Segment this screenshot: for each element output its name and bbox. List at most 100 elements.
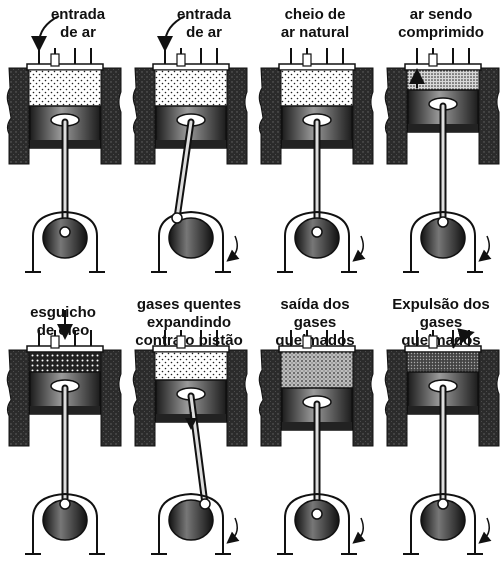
caption-line: esguicho: [30, 304, 96, 321]
cylinder-wall-left: [258, 67, 282, 165]
injector: [428, 335, 438, 349]
exhaust-outflow-arrow: [452, 328, 475, 349]
cylinder-wall-right: [478, 349, 500, 447]
engine-6: [132, 330, 248, 555]
stage-caption: gases quentes expandindo contra o pistão: [126, 296, 252, 350]
rotation-arrow: [352, 235, 366, 262]
caption-line: queimados: [275, 332, 355, 349]
stage-1-intake: entrada de ar: [0, 0, 126, 282]
stage-2-intake: entrada de ar: [126, 0, 252, 282]
crank-pin: [59, 226, 71, 238]
caption-line: gases: [293, 314, 337, 331]
caption-line: saída dos: [280, 296, 350, 313]
stage-3-full: cheio de ar natural: [252, 0, 378, 282]
caption-line: comprimido: [398, 24, 484, 41]
engine-8: [384, 328, 500, 555]
injector: [176, 335, 186, 349]
caption-line: expandindo: [146, 314, 232, 331]
cylinder-head: [278, 63, 356, 71]
cylinder-head: [278, 345, 356, 353]
air-inflow-arrow: [157, 15, 186, 52]
cylinder-wall-left: [384, 67, 408, 165]
combustion-chamber: [406, 351, 480, 373]
stage-7-exhaust: saída dos gases queimados: [252, 282, 378, 564]
stage-caption: entrada de ar: [126, 6, 252, 42]
crankcase: [32, 492, 98, 554]
cylinder-wall-left: [258, 349, 282, 447]
stage-6-power: gases quentes expandindo contra o pistão: [126, 282, 252, 564]
injector: [428, 53, 438, 67]
combustion-chamber: [28, 351, 102, 373]
injector: [302, 335, 312, 349]
crankcase: [284, 210, 350, 272]
injector: [50, 53, 60, 67]
crankcase: [284, 492, 350, 554]
combustion-chamber: [154, 351, 228, 381]
stage-caption: saída dos gases queimados: [252, 296, 378, 350]
engine-2: [132, 15, 248, 273]
caption-line: entrada: [50, 6, 106, 23]
cylinder-wall-right: [226, 349, 248, 447]
stage-caption: esguicho de óleo: [0, 304, 126, 340]
crankcase: [32, 210, 98, 272]
combustion-chamber: [280, 351, 354, 389]
caption-line: ar natural: [280, 24, 350, 41]
cylinder-head: [152, 345, 230, 353]
crankcase: [158, 210, 224, 272]
caption-line: entrada: [176, 6, 232, 23]
cylinder-wall-right: [352, 349, 374, 447]
cylinder-wall-left: [6, 349, 30, 447]
injector: [176, 53, 186, 67]
cylinder-wall-right: [226, 67, 248, 165]
crank-pin: [171, 212, 183, 224]
cylinder-wall-left: [132, 349, 156, 447]
stage-4-compression: ar sendo comprimido: [378, 0, 504, 282]
stage-5-injection: esguicho de óleo: [0, 282, 126, 564]
caption-line: ar sendo: [409, 6, 473, 23]
cylinder-head: [404, 63, 482, 71]
crank-pin: [311, 508, 323, 520]
caption-line: de ar: [186, 24, 222, 41]
connecting-rod-highlight: [189, 394, 207, 506]
injector: [302, 53, 312, 67]
crank-pin: [311, 226, 323, 238]
engine-1: [6, 15, 122, 273]
cylinder-head: [152, 63, 230, 71]
cylinder-head: [26, 63, 104, 71]
stage-caption: entrada de ar: [0, 6, 126, 42]
crankshaft: [168, 217, 214, 259]
caption-line: gases: [419, 314, 463, 331]
combustion-chamber: [154, 69, 228, 107]
engine-5: [6, 310, 122, 555]
crank-pin: [437, 216, 449, 228]
injector: [50, 335, 60, 349]
cylinder-wall-left: [6, 67, 30, 165]
combustion-chamber: [28, 69, 102, 107]
crank-pin: [437, 498, 449, 510]
crankcase: [158, 492, 224, 554]
crankshaft: [294, 499, 340, 541]
rotation-arrow: [478, 517, 492, 544]
crankshaft: [294, 217, 340, 259]
engine-7: [258, 330, 374, 555]
connecting-rod-highlight: [175, 120, 193, 220]
cylinder-wall-left: [132, 67, 156, 165]
stage-caption: ar sendo comprimido: [378, 6, 504, 42]
engine-3: [258, 48, 374, 273]
engine-4: [384, 48, 500, 273]
cylinder-head: [26, 345, 104, 353]
crankshaft: [42, 217, 88, 259]
crankshaft: [168, 499, 214, 541]
rotation-arrow: [226, 517, 240, 544]
cylinder-wall-right: [352, 67, 374, 165]
cylinder-wall-right: [478, 67, 500, 165]
combustion-chamber: [280, 69, 354, 107]
air-inflow-arrow: [31, 15, 60, 52]
caption-line: gases quentes: [136, 296, 242, 313]
caption-line: cheio de: [284, 6, 346, 23]
cylinder-wall-left: [384, 349, 408, 447]
caption-line: de ar: [60, 24, 96, 41]
rotation-arrow: [352, 517, 366, 544]
rotation-arrow: [478, 235, 492, 262]
